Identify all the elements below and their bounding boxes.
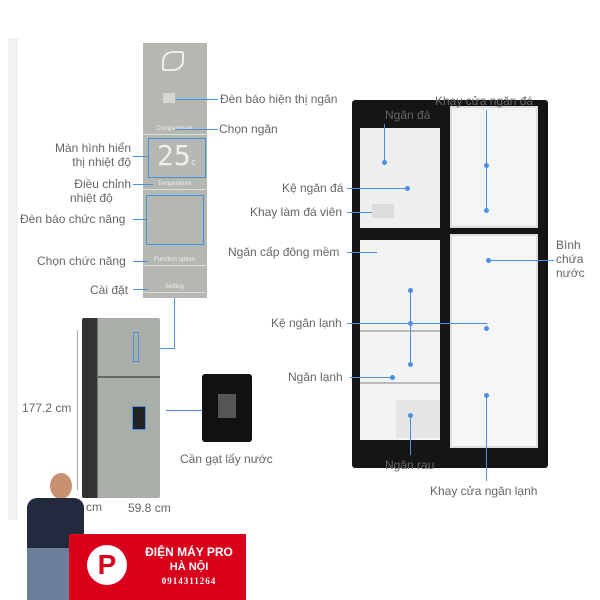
label-fridge: Ngăn lạnh [288,370,343,384]
label-freezer-door-tray: Khay cửa ngăn đá [435,94,534,108]
label-select-compartment: Chọn ngăn [219,122,278,136]
open-fridge [352,100,548,468]
function-indicator [146,195,204,245]
temp-unit: c [190,158,197,168]
control-panel: Compartment 25c Temperature Function opt… [143,43,207,298]
label-compartment-indicator: Đèn báo hiện thị ngăn [220,92,338,106]
label-dispenser: Cần gạt lấy nước [180,452,273,466]
fridge-photo [82,318,160,498]
height-line [77,330,78,490]
label-function-select: Chọn chức năng [37,254,126,268]
label-function-indicator: Đèn báo chức năng [20,212,126,226]
leaf-icon [162,51,184,71]
dim-width: 59.8 cm [128,501,171,515]
left-strip [8,38,18,520]
label-freezer-shelf: Kệ ngăn đá [282,181,344,195]
fridge-door [450,234,538,448]
brand-name: ĐIỆN MÁY PRO [145,545,233,559]
label-setting: Cài đặt [90,283,129,297]
brand-logo-icon: P [87,545,127,585]
label-vegetable: Ngăn rau [385,458,435,472]
compartment-button[interactable]: Compartment [143,126,206,135]
brand-city: HÀ NỘI [169,561,209,573]
dispenser-image [202,374,252,442]
brand-banner: P ĐIỆN MÁY PRO HÀ NỘI 0914311264 [69,534,246,600]
dim-depth: cm [86,500,102,514]
label-soft-freeze: Ngăn cấp đông mềm [228,245,340,259]
function-option-button[interactable]: Function option [143,257,206,266]
label-fridge-door-tray: Khay cửa ngăn lạnh [430,484,538,498]
freezer-door [450,106,538,228]
temperature-button[interactable]: Temperature [143,181,206,190]
brand-phone: 0914311264 [161,576,217,586]
label-fridge-shelf: Kệ ngăn lạnh [271,316,342,330]
label-freezer: Ngăn đá [385,108,431,122]
temperature-display: 25c [148,138,206,178]
dim-height: 177.2 cm [22,401,72,415]
compartment-indicator [163,93,175,103]
label-ice-tray: Khay làm đá viên [250,205,343,219]
ice-tray [372,204,394,218]
setting-button[interactable]: Setting [143,284,206,293]
temp-value: 25 [157,139,191,172]
